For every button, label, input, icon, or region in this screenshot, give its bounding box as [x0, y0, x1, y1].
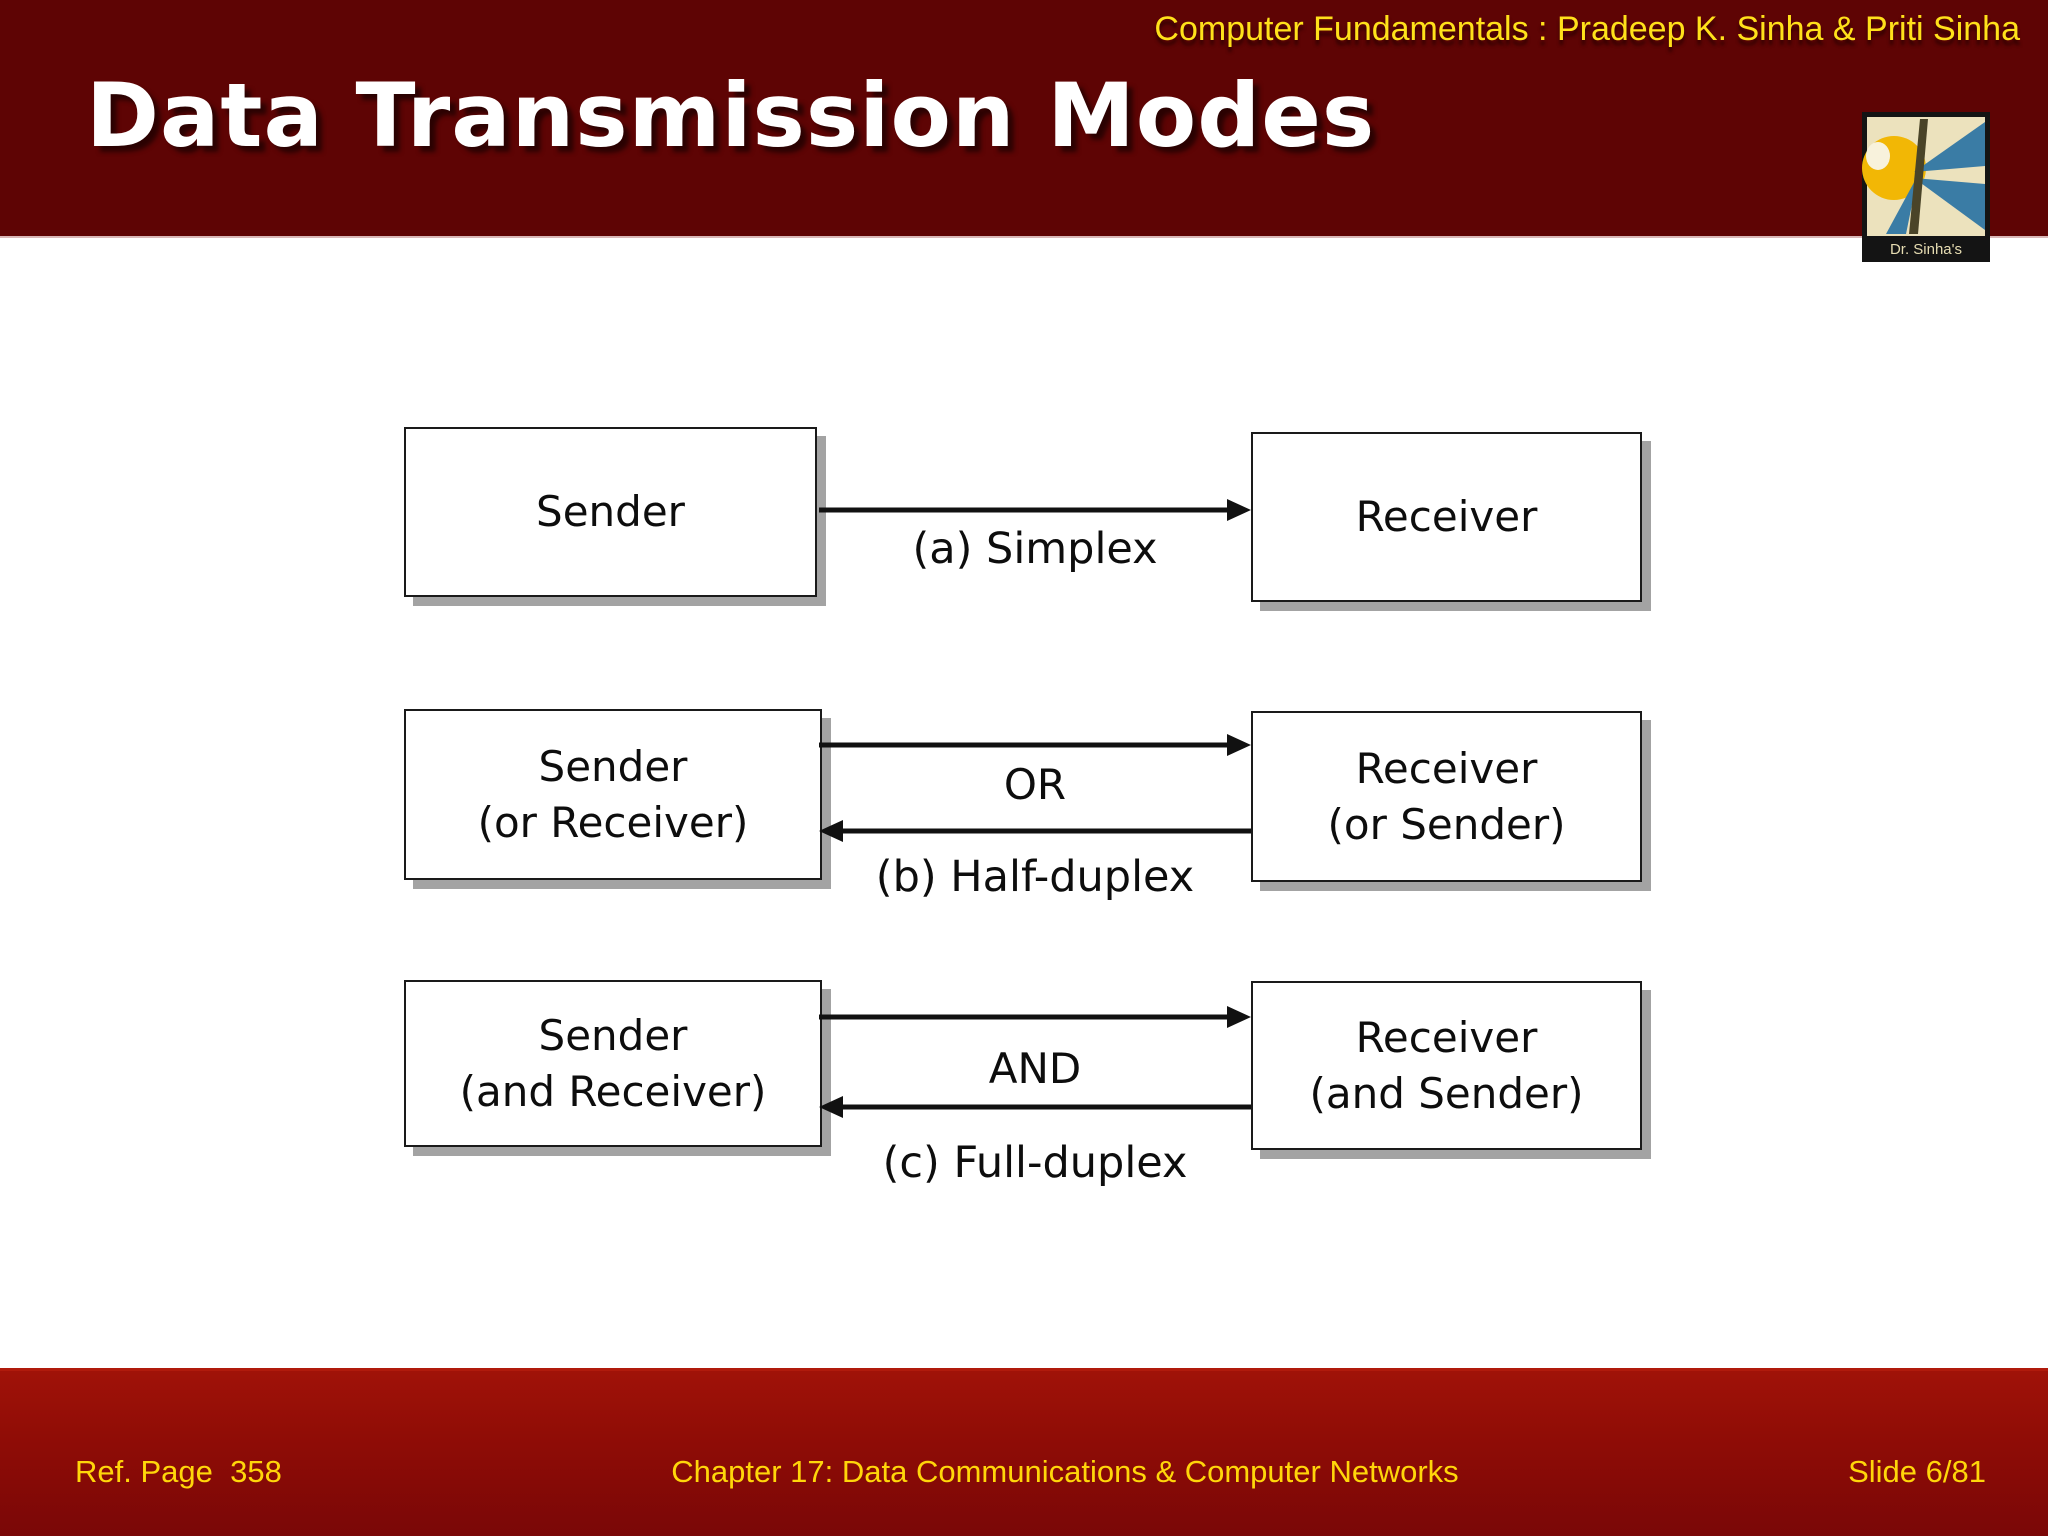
footer-band: Ref. Page 358 Chapter 17: Data Communica…: [0, 1368, 2048, 1536]
caption-fullduplex: (c) Full-duplex: [882, 1138, 1188, 1188]
box-label: (and Sender): [1309, 1068, 1584, 1118]
halfduplex-arrow-left-icon: [819, 818, 1251, 844]
arrow-shaft: [819, 507, 1229, 513]
box-label: Receiver: [1355, 492, 1538, 542]
arrow-shaft: [819, 742, 1229, 748]
page-title: Data Transmission Modes: [86, 64, 1376, 167]
box-label: Receiver: [1355, 1013, 1538, 1063]
box-label: Sender: [538, 742, 688, 792]
slide-number: Slide 6/81: [1848, 1453, 1986, 1489]
fullduplex-arrow-right-icon: [819, 1004, 1251, 1030]
box-label: (or Receiver): [477, 797, 749, 847]
arrow-head: [819, 1096, 843, 1118]
arrow-head: [1227, 1006, 1251, 1028]
box-label: (and Receiver): [459, 1066, 767, 1116]
box-label: Sender: [538, 1011, 688, 1061]
arrow-shaft: [841, 828, 1251, 834]
box-label: Receiver: [1355, 744, 1538, 794]
sender-box-halfduplex: Sender (or Receiver): [404, 709, 822, 880]
arrow-head: [819, 820, 843, 842]
fullduplex-arrow-left-icon: [819, 1094, 1251, 1120]
arrow-head: [1227, 499, 1251, 521]
box-label: (or Sender): [1327, 799, 1566, 849]
fullduplex-and-label: AND: [988, 1044, 1082, 1093]
caption-simplex: (a) Simplex: [912, 524, 1158, 574]
arrow-shaft: [819, 1014, 1229, 1020]
ref-page: Ref. Page 358: [75, 1453, 282, 1489]
arrow-shaft: [841, 1104, 1251, 1110]
logo-label: Dr. Sinha's: [1890, 241, 1962, 258]
halfduplex-arrow-right-icon: [819, 732, 1251, 758]
receiver-box-simplex: Receiver: [1251, 432, 1642, 602]
sender-box-fullduplex: Sender (and Receiver): [404, 980, 822, 1147]
dr-sinhas-logo-icon: Dr. Sinha's: [1862, 112, 1990, 262]
halfduplex-or-label: OR: [1003, 760, 1067, 809]
receiver-box-halfduplex: Receiver (or Sender): [1251, 711, 1642, 882]
sender-box-simplex: Sender: [404, 427, 817, 597]
header-band: Computer Fundamentals : Pradeep K. Sinha…: [0, 0, 2048, 238]
receiver-box-fullduplex: Receiver (and Sender): [1251, 981, 1642, 1150]
book-credit: Computer Fundamentals : Pradeep K. Sinha…: [1154, 10, 2020, 48]
chapter-title: Chapter 17: Data Communications & Comput…: [671, 1453, 1459, 1489]
box-label: Sender: [536, 487, 685, 537]
simplex-arrow-right-icon: [819, 497, 1251, 523]
arrow-head: [1227, 734, 1251, 756]
caption-halfduplex: (b) Half-duplex: [875, 852, 1195, 902]
